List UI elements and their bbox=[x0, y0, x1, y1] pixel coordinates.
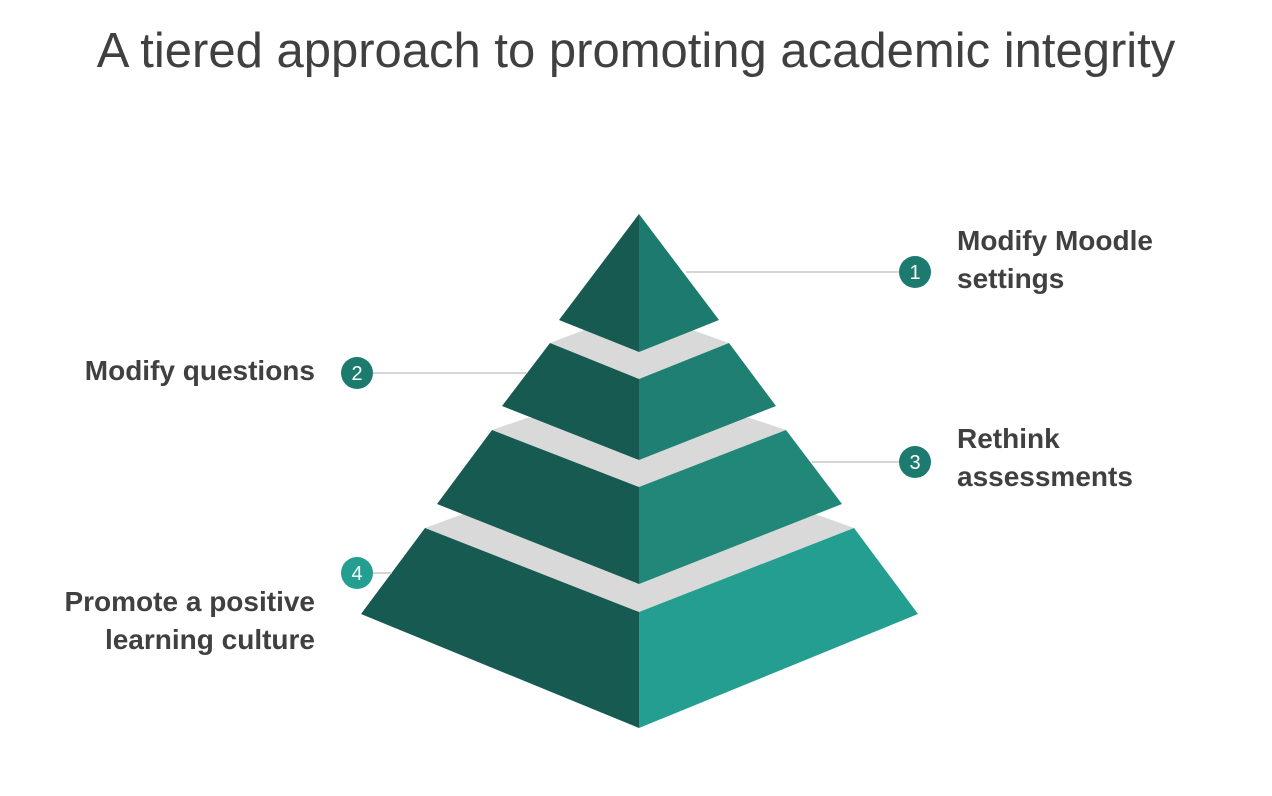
tier-1-right-face bbox=[639, 214, 719, 352]
band-2 bbox=[550, 330, 729, 379]
tier-3-label: Rethink assessments bbox=[957, 420, 1133, 496]
badge-2-number: 2 bbox=[351, 363, 362, 385]
badge-3-number: 3 bbox=[909, 452, 920, 474]
diagram-title: A tiered approach to promoting academic … bbox=[96, 24, 1176, 78]
tier-4-label-line1: Promote a positive bbox=[64, 586, 315, 617]
badge-1-number: 1 bbox=[909, 262, 920, 284]
tier-4-left-face bbox=[361, 528, 639, 728]
tier-3-label-line2: assessments bbox=[957, 461, 1133, 492]
tier-1-label-line1: Modify Moodle bbox=[957, 225, 1153, 256]
badge-1: 1 bbox=[899, 256, 931, 288]
tier-2-label: Modify questions bbox=[85, 352, 315, 390]
badge-2: 2 bbox=[341, 357, 373, 389]
tier-3-label-line1: Rethink bbox=[957, 423, 1060, 454]
tier-4-label: Promote a positive learning culture bbox=[64, 583, 315, 659]
tier-1-left-face bbox=[559, 214, 639, 352]
tier-3-left-face bbox=[437, 430, 639, 584]
badge-4: 4 bbox=[341, 557, 373, 589]
tier-2-label-line1: Modify questions bbox=[84, 355, 315, 386]
tier-4-right-face bbox=[639, 528, 918, 728]
tier-1-label: Modify Moodle settings bbox=[957, 222, 1153, 298]
badge-3: 3 bbox=[899, 446, 931, 478]
tier-2-left-face bbox=[502, 343, 639, 460]
badge-4-number: 4 bbox=[351, 563, 362, 585]
tier-2-right-face bbox=[639, 343, 776, 460]
tier-1-label-line2: settings bbox=[957, 263, 1065, 294]
tier-4-label-line2: learning culture bbox=[104, 624, 315, 655]
tier-3-right-face bbox=[639, 430, 842, 584]
